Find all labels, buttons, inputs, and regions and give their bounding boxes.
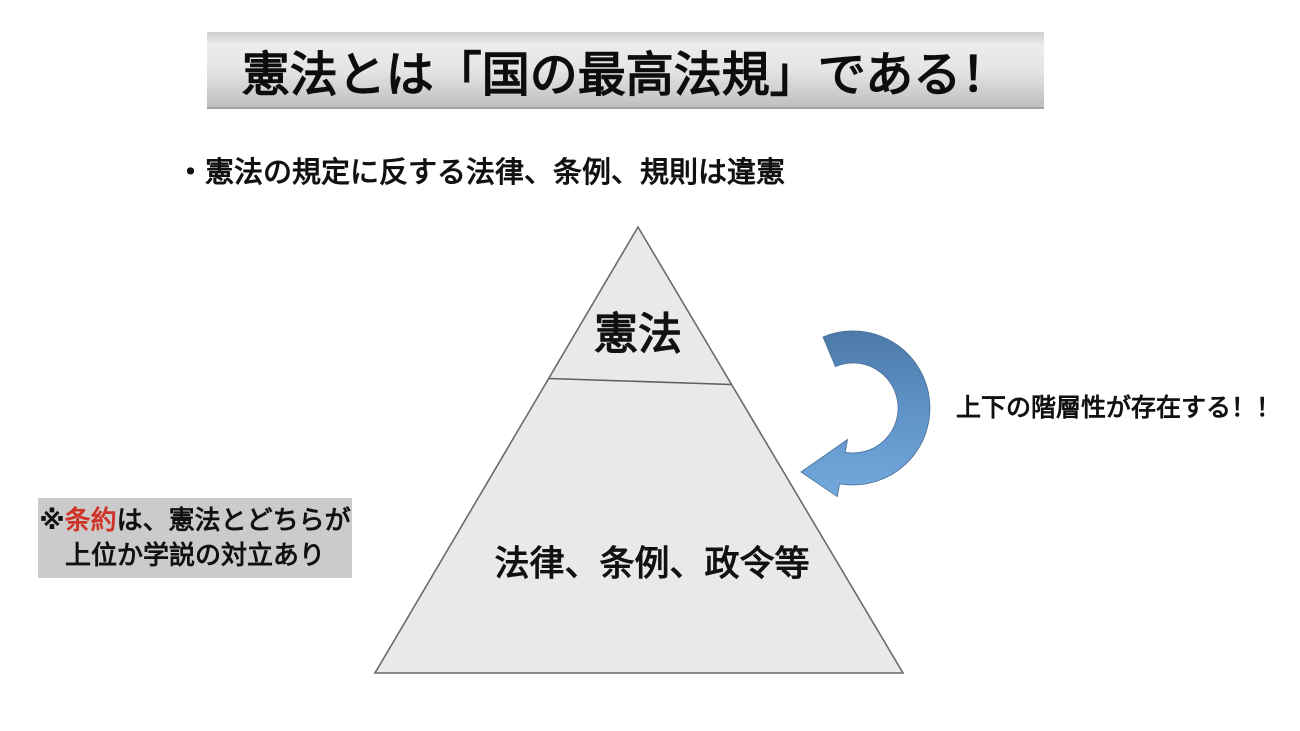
slide-title: 憲法とは「国の最高法規」である！	[241, 48, 1010, 102]
treaty-note-line1-rest: は、憲法とどちらが	[116, 505, 351, 535]
curved-arrow-icon	[800, 330, 931, 498]
treaty-note-line1: ※条約は、憲法とどちらが	[39, 503, 350, 538]
pyramid-top-label: 憲法	[594, 310, 682, 359]
title-banner: 憲法とは「国の最高法規」である！	[207, 32, 1044, 109]
bullet-statement: ・憲法の規定に反する法律、条例、規則は違憲	[176, 157, 786, 189]
treaty-note-box: ※条約は、憲法とどちらが 上位か学説の対立あり	[38, 498, 352, 578]
arrow-caption: 上下の階層性が存在する！！	[956, 394, 1282, 422]
pyramid-divider-line	[548, 377, 732, 386]
treaty-note-line2: 上位か学説の対立あり	[64, 540, 325, 570]
treaty-note-prefix: ※	[39, 505, 65, 535]
pyramid-shape	[373, 225, 905, 674]
pyramid-bottom-label: 法律、条例、政令等	[494, 544, 810, 584]
treaty-note-highlight: 条約	[64, 505, 117, 535]
